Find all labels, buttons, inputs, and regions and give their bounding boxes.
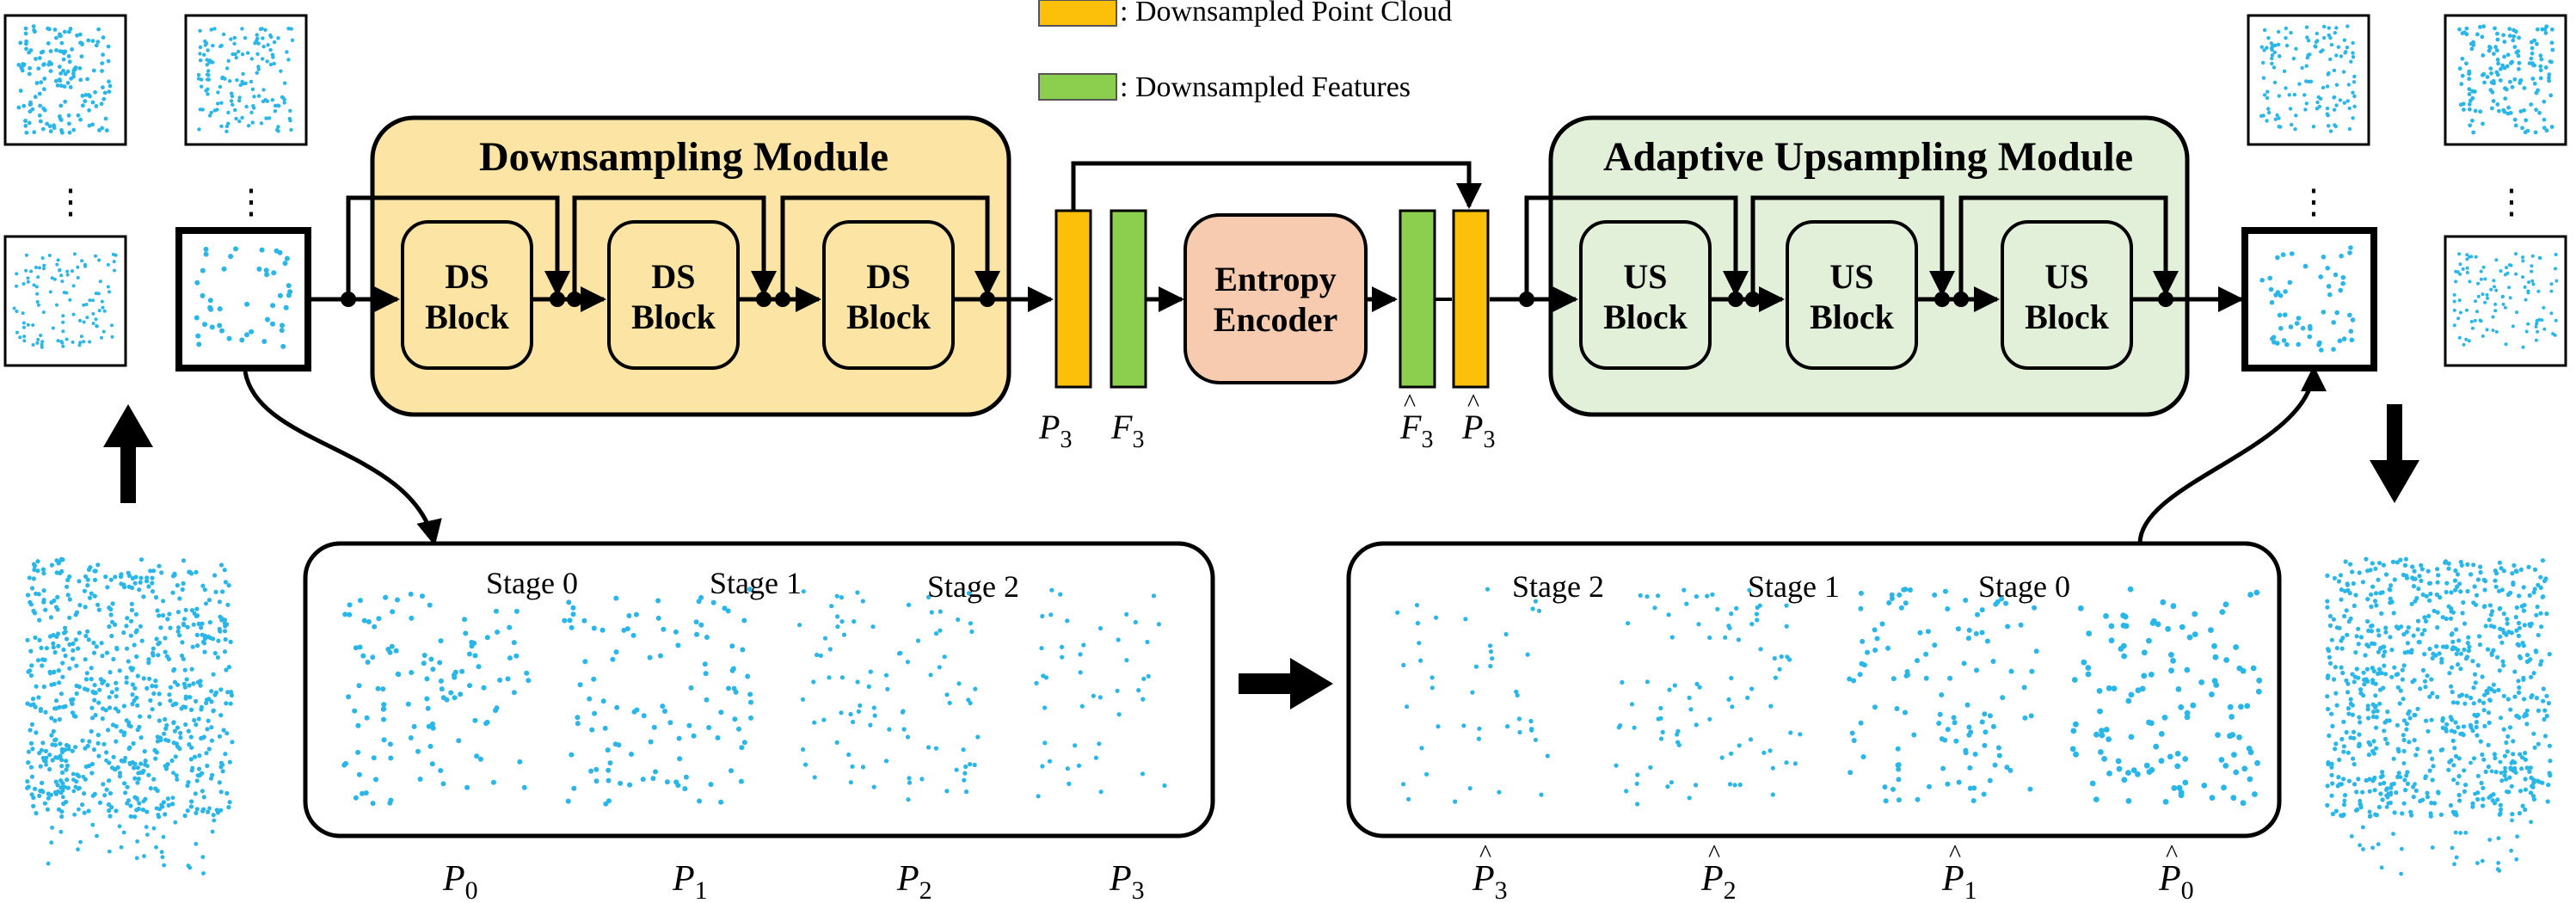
- right-stage-2-cloud: [1614, 587, 1803, 807]
- us-block-3-sub: Block: [2025, 298, 2110, 336]
- input-chair-cloud: [25, 556, 235, 820]
- output-thumb-top-right-cloud: [2457, 24, 2555, 135]
- us-block-1: US Block: [1579, 220, 1712, 370]
- f3-label: F3: [1110, 408, 1144, 453]
- ds-block-3: DS Block: [822, 220, 955, 370]
- us-block-3: US Block: [2001, 220, 2133, 370]
- right-stage-1-cloud: [1847, 587, 2039, 804]
- up-arrow: [103, 404, 153, 503]
- p3-label: P3: [1038, 408, 1072, 453]
- output-thumb-selected-cloud: [2259, 245, 2356, 353]
- output-thumb-top-left-cloud: [2259, 24, 2357, 133]
- legend: : Downsampled Point Cloud : Downsampled …: [1038, 0, 1452, 103]
- us-block-1-sub: Block: [1603, 298, 1688, 336]
- right-stage-1: Stage 1: [1748, 569, 1840, 604]
- downsampling-stages-panel: [303, 541, 1215, 838]
- bar-labels: P3 F3 F3 ^ P3 ^: [1038, 389, 1495, 453]
- p2-hat-label: P2: [1700, 859, 1737, 903]
- entropy-encoder: [1183, 213, 1368, 384]
- ds-block-2: DS Block: [607, 220, 740, 370]
- left-stage-3-cloud: [1034, 587, 1167, 799]
- us-block-2: US Block: [1786, 220, 1918, 370]
- input-thumb-bottom-left-cloud: [12, 252, 118, 349]
- output-thumb-bottom-right-cloud: [2452, 252, 2559, 349]
- right-stage-3-cloud: [1395, 587, 1550, 804]
- ds-block-1-sub: Block: [425, 298, 510, 336]
- input-thumb-selected-cloud: [194, 246, 293, 349]
- input-thumbnails: ⋮ ⋮: [3, 14, 311, 372]
- f3-hat-mark: ^: [1404, 389, 1416, 417]
- us-block-3-label: US: [2044, 257, 2088, 296]
- f3-hat-feature-bar: [1399, 209, 1436, 389]
- ds-block-3-label: DS: [866, 257, 910, 296]
- legend-features-swatch: [1038, 73, 1117, 101]
- output-chair-cloud: [2325, 556, 2553, 819]
- p2-hat-mark: ^: [1708, 839, 1720, 868]
- legend-features-label: : Downsampled Features: [1120, 71, 1411, 103]
- entropy-encoder-label-1: Entropy: [1214, 260, 1337, 298]
- output-dots-left: ⋮: [2296, 182, 2331, 221]
- input-thumb-top-left-cloud: [16, 24, 113, 135]
- ds-block-2-label: DS: [651, 257, 695, 296]
- p0-hat-label: P0: [2158, 859, 2194, 903]
- input-thumb-top-right: [184, 14, 308, 146]
- ds-block-2-sub: Block: [631, 298, 716, 336]
- legend-point-cloud-swatch: [1038, 0, 1117, 27]
- input-dots-right: ⋮: [234, 182, 268, 221]
- us-block-2-label: US: [1829, 257, 1873, 296]
- left-stage-2: Stage 2: [927, 569, 1019, 604]
- left-stage-0-cloud: [341, 591, 532, 807]
- downsampling-module-title: Downsampling Module: [479, 134, 888, 180]
- stage-labels: Stage 0 Stage 1 Stage 2 Stage 2 Stage 1 …: [486, 566, 2070, 604]
- input-thumb-top-right-cloud: [196, 27, 295, 133]
- p3-hat-mark: ^: [1467, 389, 1479, 417]
- left-stage-1-cloud: [562, 587, 753, 807]
- p0-label: P0: [442, 859, 478, 903]
- us-block-1-label: US: [1623, 257, 1667, 296]
- junction-dots: [341, 292, 2173, 307]
- p3-hat-bottom-mark: ^: [1479, 839, 1491, 868]
- input-thumb-selected: [175, 227, 311, 372]
- ds-block-1-label: DS: [445, 257, 489, 296]
- output-thumb-top-right: [2444, 14, 2567, 146]
- upsampling-module-title: Adaptive Upsampling Module: [1603, 134, 2133, 180]
- p3-hat-bottom-label: P3: [1472, 859, 1508, 903]
- output-chair-legs-cloud: [2342, 759, 2535, 876]
- left-stage-0: Stage 0: [486, 566, 578, 600]
- right-stage-2: Stage 2: [1512, 569, 1604, 604]
- p1-label: P1: [672, 859, 708, 903]
- p1-hat-label: P1: [1941, 859, 1977, 903]
- entropy-encoder-label-2: Encoder: [1214, 300, 1337, 339]
- down-arrow: [2370, 404, 2419, 503]
- p3-point-cloud-bar: [1054, 209, 1092, 389]
- between-panels-arrow: [1239, 658, 1333, 710]
- input-thumb-top-left: [3, 14, 127, 146]
- f3-feature-bar: [1110, 209, 1147, 389]
- ds-block-1: DS Block: [401, 220, 533, 370]
- legend-point-cloud-label: : Downsampled Point Cloud: [1120, 0, 1452, 28]
- output-thumb-selected: [2241, 227, 2377, 372]
- input-thumb-bottom-left: [3, 235, 127, 367]
- bottom-labels: P0 P1 P2 P3 P3 ^ P2 ^ P1 ^ P0 ^: [442, 839, 2194, 903]
- input-chair-legs-cloud: [43, 755, 217, 875]
- f3-hat-label: F3: [1399, 408, 1433, 453]
- p0-hat-mark: ^: [2166, 839, 2178, 868]
- left-stage-1: Stage 1: [710, 566, 802, 600]
- ds-block-3-sub: Block: [846, 298, 931, 336]
- point-cloud-renderings: [12, 24, 2559, 876]
- p3-bottom-label: P3: [1109, 859, 1145, 903]
- input-dots-left: ⋮: [53, 182, 88, 221]
- p3-hat-point-cloud-bar: [1452, 209, 1490, 389]
- right-stage-0: Stage 0: [1978, 569, 2070, 604]
- upsampling-stages-panel: [1346, 541, 2282, 838]
- p2-label: P2: [896, 859, 932, 903]
- left-stage-2-cloud: [797, 589, 981, 802]
- p3-hat-label: P3: [1461, 408, 1495, 453]
- p1-hat-mark: ^: [1949, 839, 1961, 868]
- us-block-2-sub: Block: [1810, 298, 1895, 336]
- right-stage-0-cloud: [2069, 586, 2263, 807]
- output-dots-right: ⋮: [2494, 182, 2529, 221]
